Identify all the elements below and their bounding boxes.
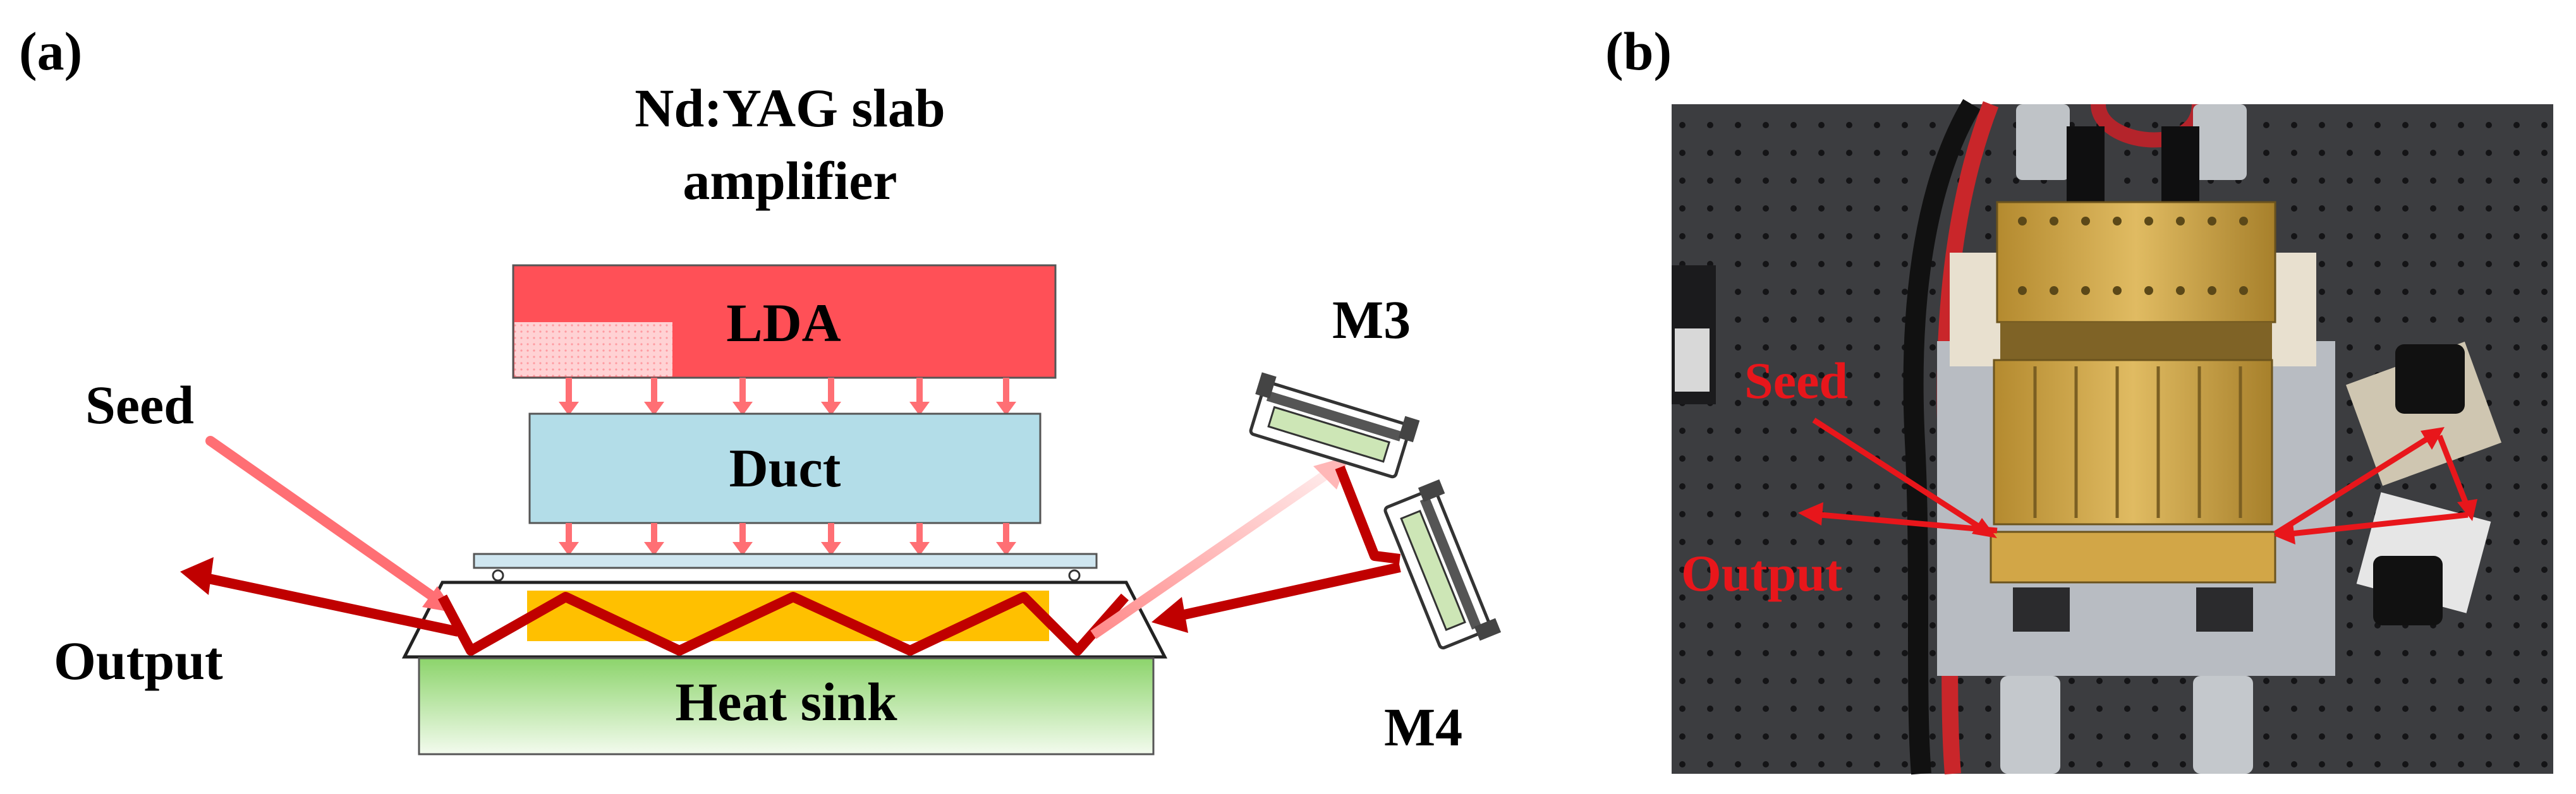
gold-slab-holder bbox=[1990, 531, 2276, 584]
m3-label: M3 bbox=[1332, 289, 1411, 350]
black-cable bbox=[1903, 99, 1981, 775]
mirror-m3 bbox=[1249, 372, 1420, 479]
photo bbox=[1672, 99, 2553, 775]
beam-m4-to-slab bbox=[1151, 562, 1401, 633]
output-label: Output bbox=[54, 630, 223, 691]
panel-a-tag: (a) bbox=[19, 21, 82, 81]
water-fitting-left bbox=[2016, 104, 2070, 180]
photo-output-label: Output bbox=[1681, 544, 1842, 602]
lda-hatched-corner bbox=[514, 322, 672, 376]
photo-seed-line bbox=[1812, 418, 1985, 532]
gold-seam bbox=[2000, 322, 2272, 360]
pump-arrows-upper bbox=[559, 378, 1016, 416]
pump-arrows-lower bbox=[559, 523, 1016, 556]
photo-output-line bbox=[1820, 512, 1998, 534]
photo-bracket-right bbox=[2196, 587, 2253, 632]
amplifier-title-line1: Nd:YAG slab bbox=[635, 78, 945, 138]
panel-b-tag: (b) bbox=[1605, 21, 1672, 81]
amplifier-title-line2: amplifier bbox=[683, 150, 897, 211]
cover-plate bbox=[473, 553, 1098, 569]
connector-black-left bbox=[2067, 126, 2105, 215]
photo-bracket-left bbox=[2013, 587, 2070, 632]
photo-beam-annotations bbox=[1798, 418, 2477, 544]
photo-seed-label: Seed bbox=[1744, 352, 1848, 409]
mirror-m4 bbox=[1383, 479, 1502, 650]
photo-mirror-m3-mount bbox=[2395, 344, 2465, 414]
zigzag-beam-path bbox=[437, 592, 1129, 656]
beam-m3-to-m4 bbox=[1335, 466, 1400, 564]
water-fitting-bottom-left bbox=[2000, 676, 2060, 774]
gold-fins bbox=[2033, 366, 2242, 518]
output-beam bbox=[180, 557, 459, 637]
duct-block bbox=[528, 412, 1042, 524]
gold-fins-block bbox=[1993, 359, 2273, 526]
cover-plate-support-left bbox=[492, 569, 504, 582]
panel-a: (a) Nd:YAG slab amplifier LDA Duct bbox=[19, 21, 1502, 757]
lda-label: LDA bbox=[726, 292, 841, 353]
photo-beam-m3-to-m4 bbox=[2436, 435, 2471, 510]
gold-top-block bbox=[1996, 201, 2276, 323]
water-fitting-right bbox=[2193, 104, 2247, 180]
duct-label: Duct bbox=[729, 438, 841, 498]
photo-mirror-m4-mount bbox=[2373, 556, 2443, 625]
photo-beam-m4-to-slab bbox=[2290, 512, 2469, 537]
seed-label: Seed bbox=[85, 375, 194, 435]
photo-beam-to-m3 bbox=[2273, 433, 2434, 536]
heat-sink-label: Heat sink bbox=[675, 671, 897, 732]
connector-black-right bbox=[2161, 126, 2199, 215]
cover-plate-support-right bbox=[1068, 569, 1081, 582]
m4-label: M4 bbox=[1384, 697, 1462, 757]
beam-to-m3 bbox=[1090, 456, 1349, 639]
heat-sink bbox=[418, 657, 1155, 755]
panel-b: (b) bbox=[1605, 21, 2553, 775]
gold-top-screws bbox=[2018, 217, 2248, 295]
photo-left-silver-part bbox=[1675, 328, 1710, 392]
water-fitting-bottom-right bbox=[2193, 676, 2253, 774]
